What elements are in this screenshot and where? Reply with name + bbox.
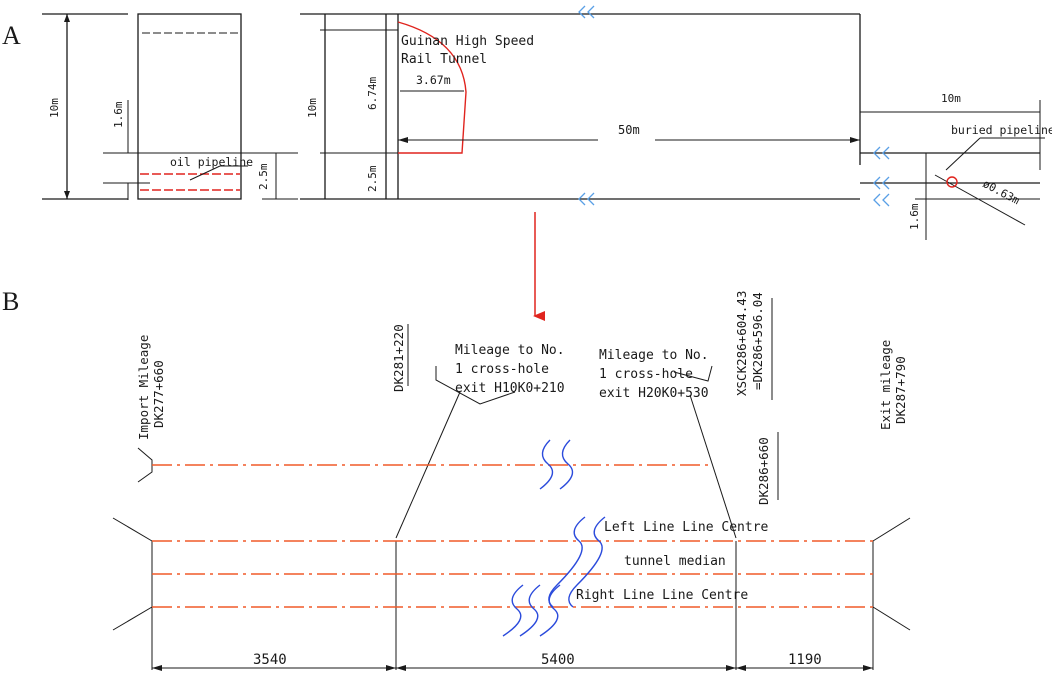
tunnel-median-label: tunnel median xyxy=(624,554,726,569)
dim-3-67m: 3.67m xyxy=(416,73,451,87)
dim-3540: 3540 xyxy=(253,652,287,668)
dim-diameter: ø0.63m xyxy=(981,177,1023,207)
exit-mileage-value: DK287+790 xyxy=(893,356,908,424)
dk281-label: DK281+220 xyxy=(391,324,406,392)
bottom-dimensions xyxy=(152,665,873,671)
dim-2-5m-left: 2.5m xyxy=(257,163,270,190)
dim-1-6m-right: 1.6m xyxy=(908,203,921,230)
left-line-label: Left Line Line Centre xyxy=(604,520,769,535)
dim-1190: 1190 xyxy=(788,652,822,668)
tunnel-section xyxy=(300,13,1045,240)
import-mileage-value: DK277+660 xyxy=(151,360,166,428)
dim-2-5m-mid: 2.5m xyxy=(366,165,379,192)
tunnel-lines xyxy=(152,464,873,608)
tunnel-label-line-2: Rail Tunnel xyxy=(401,52,487,67)
dk286-label: DK286+660 xyxy=(756,437,771,505)
oil-pipeline-label: oil pipeline xyxy=(170,155,253,169)
cross2-line-3: exit H20K0+530 xyxy=(599,386,709,401)
dim-50m: 50m xyxy=(618,123,640,137)
cross1-line-1: Mileage to No. xyxy=(455,343,565,358)
dim-6-74m: 6.74m xyxy=(366,77,379,110)
dim-10m-right: 10m xyxy=(941,92,961,105)
exit-mileage-label: Exit mileage xyxy=(878,340,893,430)
xsck-mileage: XSCK286+604.43 xyxy=(734,291,749,396)
panel-b-label: B xyxy=(2,287,19,316)
wave-marks xyxy=(502,439,606,637)
cross2-line-2: 1 cross-hole xyxy=(599,367,693,382)
dim-1-6m-left: 1.6m xyxy=(112,101,125,128)
cross1-line-2: 1 cross-hole xyxy=(455,362,549,377)
cross1-line-3: exit H10K0+210 xyxy=(455,381,565,396)
buried-pipeline-label: buried pipeline xyxy=(951,123,1052,137)
dk286-equivalent: =DK286+596.04 xyxy=(750,292,765,390)
tunnel-label-line-1: Guinan High Speed xyxy=(401,34,534,49)
panel-b: B xyxy=(2,287,911,671)
panel-a: A 10m 1.6m oil pipeline 2.5m xyxy=(2,5,1052,240)
break-symbols xyxy=(578,5,890,207)
cross2-line-1: Mileage to No. xyxy=(599,348,709,363)
import-mileage-label: Import Mileage xyxy=(136,335,151,440)
panel-a-label: A xyxy=(2,21,21,50)
dim-10m-left: 10m xyxy=(48,98,61,118)
right-line-label: Right Line Line Centre xyxy=(576,588,748,603)
oil-pipeline-section xyxy=(42,13,298,200)
dim-10m-mid: 10m xyxy=(306,98,319,118)
dim-5400: 5400 xyxy=(541,652,575,668)
